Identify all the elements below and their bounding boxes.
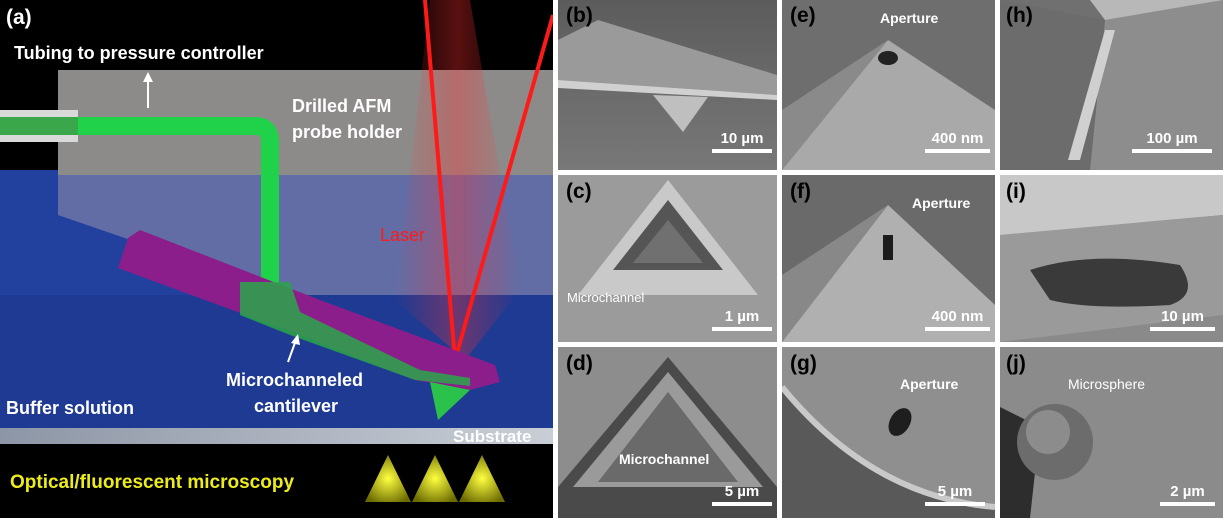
cantilever-arrowhead — [291, 334, 300, 345]
cantilever-label-line1: Microchanneled — [226, 370, 364, 390]
panel-e-scale-bar — [925, 149, 990, 153]
panel-e-scale-text: 400 nm — [931, 130, 984, 147]
panel-d-label: (d) — [566, 352, 593, 375]
panel-a-label: (a) — [6, 6, 32, 29]
panel-j-label: (j) — [1006, 352, 1026, 375]
microscopy-triangle-3 — [459, 455, 505, 502]
holder-label-line1: Drilled AFM — [292, 96, 392, 116]
microscopy-label: Optical/fluorescent microscopy — [10, 472, 295, 493]
panel-e-annotation: Aperture — [880, 10, 939, 26]
panel-f-label: (f) — [790, 180, 811, 203]
green-microchannel-tube — [78, 117, 279, 292]
panel-h-scale-text: 100 µm — [1146, 130, 1198, 147]
panel-e-sem — [782, 0, 995, 170]
panel-c-scale-bar — [712, 327, 772, 331]
panel-d-annotation: Microchannel — [619, 451, 710, 467]
laser-label: Laser — [380, 225, 426, 245]
cantilever-tip — [430, 382, 470, 420]
panel-c-drawing — [558, 175, 777, 342]
panel-c-sem — [558, 175, 777, 342]
panel-b-scale: 10 µm — [712, 130, 772, 153]
panel-f-sem — [782, 175, 995, 342]
panel-c-annotation: Microchannel — [567, 290, 645, 305]
panel-j-scale-bar — [1160, 502, 1215, 506]
panel-f-scale-bar — [925, 327, 990, 331]
tubing-arrowhead — [143, 72, 153, 82]
panel-c-scale-text: 1 µm — [724, 308, 760, 325]
panel-h-sem — [1000, 0, 1223, 170]
panel-a-schematic: (a) Tubing to pressure controller Drille… — [0, 0, 553, 518]
panel-e-drawing — [782, 40, 995, 170]
panel-g-scale-bar — [925, 502, 985, 506]
panel-j-sem — [1000, 347, 1223, 518]
panel-h-scale-bar — [1132, 149, 1212, 153]
panel-d-scale-text: 5 µm — [724, 483, 760, 500]
panel-f-drawing — [782, 205, 995, 342]
panel-d-drawing — [558, 347, 777, 518]
panel-f-annotation: Aperture — [912, 195, 971, 211]
panel-b-drawing — [558, 20, 777, 132]
panel-e-scale: 400 nm — [925, 130, 990, 153]
panel-c-label: (c) — [566, 180, 592, 203]
substrate — [0, 428, 553, 444]
panel-h-label: (h) — [1006, 4, 1033, 27]
panel-h-scale: 100 µm — [1132, 130, 1212, 153]
buffer-label: Buffer solution — [6, 398, 134, 418]
tubing-label: Tubing to pressure controller — [14, 43, 264, 63]
panel-j-scale-text: 2 µm — [1170, 483, 1205, 500]
panel-j-drawing — [1000, 347, 1223, 518]
panel-d-scale-bar — [712, 502, 772, 506]
panel-g-scale: 5 µm — [925, 483, 985, 506]
panel-j-annotation: Microsphere — [1068, 376, 1146, 392]
holder-label-line2: probe holder — [292, 122, 403, 142]
panel-a-drawing — [0, 0, 553, 502]
panel-i-sem — [1000, 175, 1223, 342]
panel-c-scale: 1 µm — [712, 308, 772, 331]
laser-glow — [395, 0, 520, 360]
cantilever-body — [118, 230, 500, 390]
panel-f-scale-text: 400 nm — [931, 308, 984, 325]
panel-b-label: (b) — [566, 4, 593, 27]
panel-h-drawing — [1000, 0, 1223, 170]
panel-i-scale: 10 µm — [1150, 308, 1215, 331]
panel-b-sem — [558, 0, 777, 170]
cantilever-label-line2: cantilever — [254, 396, 339, 416]
panel-g-label: (g) — [790, 352, 817, 375]
panel-e-label: (e) — [790, 4, 816, 27]
panel-g-scale-text: 5 µm — [937, 483, 973, 500]
laser-beam-left — [423, 0, 457, 361]
substrate-label: Substrate — [453, 427, 532, 446]
laser-beam-right — [453, 14, 553, 361]
panel-i-scale-bar — [1150, 327, 1215, 331]
panel-d-scale: 5 µm — [712, 483, 772, 506]
microscopy-triangle-2 — [412, 455, 458, 502]
panel-i-drawing — [1000, 175, 1223, 342]
panel-j-scale: 2 µm — [1160, 483, 1215, 506]
panel-g-annotation: Aperture — [900, 376, 959, 392]
panel-i-scale-text: 10 µm — [1161, 308, 1204, 325]
tubing-inlet-core — [0, 117, 78, 135]
panel-b-scale-text: 10 µm — [720, 130, 764, 147]
panel-b-scale-bar — [712, 149, 772, 153]
panel-f-scale: 400 nm — [925, 308, 990, 331]
cantilever-channel — [240, 282, 470, 386]
panel-d-sem — [558, 347, 777, 518]
microscopy-triangle-1 — [365, 455, 411, 502]
panel-i-label: (i) — [1006, 180, 1026, 203]
